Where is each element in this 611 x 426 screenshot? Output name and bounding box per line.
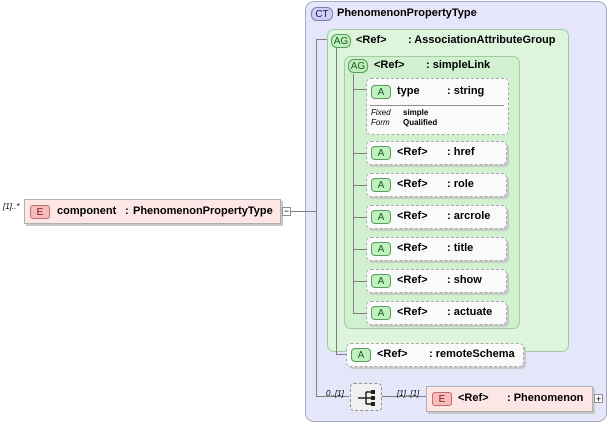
connector-line xyxy=(353,313,366,314)
connector-line xyxy=(336,354,346,355)
attribute-ref: <Ref> xyxy=(397,210,428,222)
connector-line xyxy=(353,249,366,250)
connector-line xyxy=(353,74,354,314)
attribute-badge: A xyxy=(351,348,371,362)
attribute-group-name: : AssociationAttributeGroup xyxy=(408,34,556,46)
connector-line xyxy=(316,39,317,396)
sequence-occurrence: 0..[1] xyxy=(326,389,344,398)
attribute-badge: A xyxy=(371,146,391,160)
attribute-badge: A xyxy=(371,274,391,288)
sequence-compositor-icon[interactable] xyxy=(350,383,382,411)
attribute-badge: A xyxy=(371,306,391,320)
type-attr-type: : string xyxy=(447,85,485,97)
component-element[interactable]: E component : PhenomenonPropertyType xyxy=(24,199,281,224)
simple-link-name: : simpleLink xyxy=(426,59,491,71)
attribute-name: : href xyxy=(447,146,475,158)
attribute-item[interactable]: A <Ref> : arcrole xyxy=(366,205,507,229)
divider xyxy=(370,105,504,106)
collapse-toggle-icon[interactable]: − xyxy=(282,206,291,216)
connector-line xyxy=(353,153,366,154)
connector-line xyxy=(382,396,426,397)
attribute-name: : role xyxy=(447,178,474,190)
phenomenon-occurrence: [1]..[1] xyxy=(397,389,420,398)
attribute-item[interactable]: A <Ref> : role xyxy=(366,173,507,197)
attribute-item[interactable]: A <Ref> : href xyxy=(366,141,507,165)
connector-line xyxy=(336,47,337,354)
connector-line xyxy=(353,89,366,90)
connector-line xyxy=(316,39,328,40)
connector-line xyxy=(353,217,366,218)
complex-type-title: PhenomenonPropertyType xyxy=(337,7,477,19)
type-attribute[interactable]: A type : string Fixed simple Form Qualif… xyxy=(366,78,509,135)
simple-link-ref: <Ref> xyxy=(374,59,405,71)
attribute-badge: A xyxy=(371,242,391,256)
component-sep: : xyxy=(125,205,129,217)
remote-schema-ref: <Ref> xyxy=(377,348,408,360)
form-label: Form xyxy=(371,118,390,127)
component-type: PhenomenonPropertyType xyxy=(133,205,273,217)
form-value: Qualified xyxy=(403,118,438,127)
fixed-value: simple xyxy=(403,108,429,117)
attribute-ref: <Ref> xyxy=(397,242,428,254)
attribute-badge: A xyxy=(371,85,391,99)
attribute-ref: <Ref> xyxy=(397,274,428,286)
complex-type-badge: CT xyxy=(311,7,333,21)
connector-line xyxy=(353,281,366,282)
attribute-badge: A xyxy=(371,210,391,224)
connector-line xyxy=(316,396,349,397)
phenomenon-ref: <Ref> xyxy=(458,392,489,404)
phenomenon-name: : Phenomenon xyxy=(507,392,584,404)
attribute-name: : title xyxy=(447,242,474,254)
simple-link-badge: AG xyxy=(348,59,368,73)
attribute-item[interactable]: A <Ref> : title xyxy=(366,237,507,261)
attribute-badge: A xyxy=(371,178,391,192)
attribute-name: : show xyxy=(447,274,482,286)
attribute-group-ref: <Ref> xyxy=(356,34,387,46)
component-occurrence: [1]..* xyxy=(3,202,20,211)
attribute-ref: <Ref> xyxy=(397,146,428,158)
remote-schema-attribute[interactable]: A <Ref> : remoteSchema xyxy=(346,343,524,367)
remote-schema-name: : remoteSchema xyxy=(429,348,515,360)
attribute-name: : actuate xyxy=(447,306,493,318)
element-badge: E xyxy=(30,205,50,219)
attribute-item[interactable]: A <Ref> : actuate xyxy=(366,301,507,325)
expand-toggle-icon[interactable]: + xyxy=(594,394,603,404)
attribute-name: : arcrole xyxy=(447,210,491,222)
fixed-label: Fixed xyxy=(371,108,391,117)
connector-line xyxy=(353,185,366,186)
type-attr-name: type xyxy=(397,85,420,97)
connector-line xyxy=(291,211,316,212)
component-name: component xyxy=(57,205,117,217)
phenomenon-element[interactable]: E <Ref> : Phenomenon xyxy=(426,386,593,412)
attribute-ref: <Ref> xyxy=(397,178,428,190)
attribute-ref: <Ref> xyxy=(397,306,428,318)
attribute-item[interactable]: A <Ref> : show xyxy=(366,269,507,293)
attribute-group-badge: AG xyxy=(331,34,351,48)
element-badge: E xyxy=(432,392,452,406)
